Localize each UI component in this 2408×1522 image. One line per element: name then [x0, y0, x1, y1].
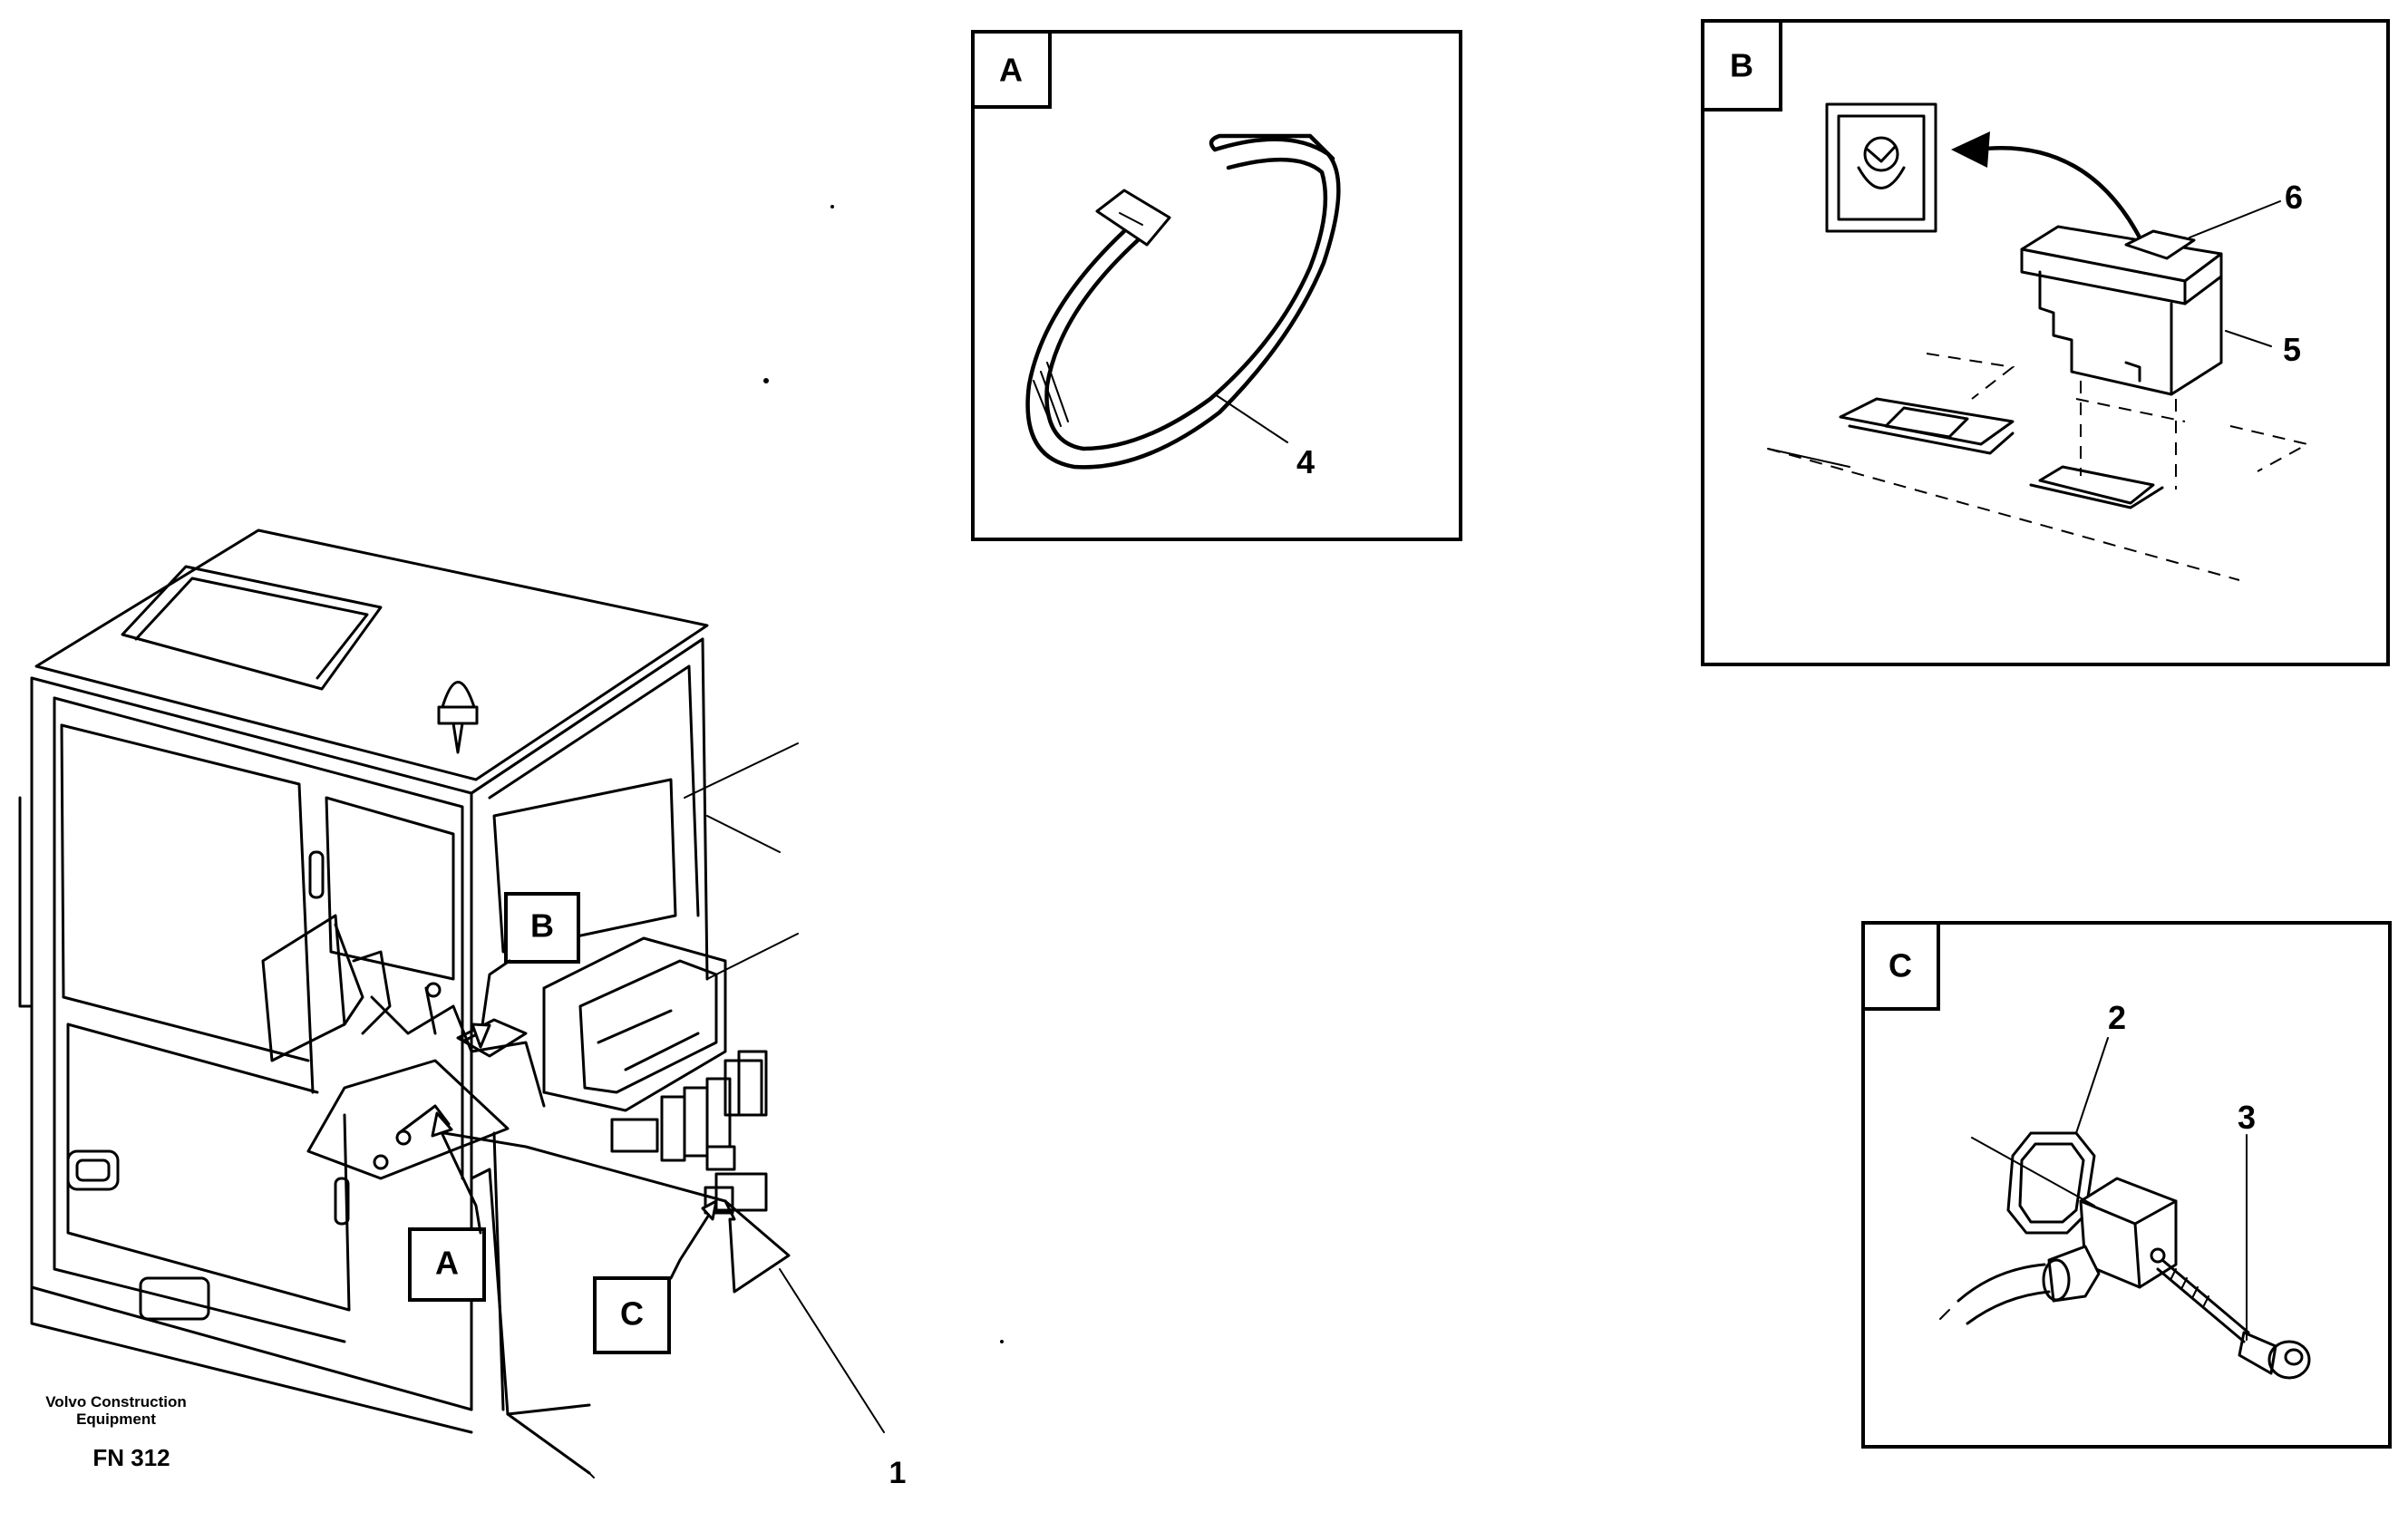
callout-b: B	[471, 892, 580, 1049]
part-6-leader	[2189, 200, 2281, 238]
switch-symbol-card	[1825, 102, 1937, 233]
control-box	[542, 936, 727, 1112]
wiper-symbol-icon	[1857, 136, 1906, 189]
callout-c-label: C	[620, 1295, 644, 1333]
part-5-number: 5	[2283, 331, 2301, 368]
callout-a-label: A	[435, 1245, 459, 1282]
detail-panel-a: A 4	[971, 30, 1462, 541]
curved-arrow-icon	[1951, 131, 2142, 240]
part-3-number: 3	[2238, 1099, 2256, 1136]
bolt-icon	[2156, 1258, 2311, 1380]
part-5-leader	[2225, 330, 2272, 347]
detail-panel-c: C 2 3	[1861, 921, 2392, 1449]
relay-bank	[610, 1050, 768, 1215]
brand-line-1: Volvo Construction	[45, 1393, 187, 1411]
panel-c-tag: C	[1889, 947, 1912, 984]
part-4-number: 4	[1296, 443, 1315, 480]
part-1-number: 1	[889, 1456, 907, 1490]
beacon-light-icon	[437, 681, 479, 754]
cable-tie-icon	[1025, 133, 1341, 470]
detail-panel-b: B	[1701, 19, 2390, 666]
part-4-leader	[1214, 393, 1288, 443]
cab-illustration	[18, 528, 799, 1478]
panel-a-tag: A	[999, 52, 1023, 89]
sensor-connector-icon	[1939, 1177, 2178, 1325]
part-6-number: 6	[2285, 179, 2303, 216]
figure-code: FN 312	[92, 1444, 170, 1471]
brand-line-2: Equipment	[76, 1411, 156, 1428]
panel-b-tag: B	[1730, 47, 1753, 84]
part-2-leader	[2075, 1037, 2109, 1134]
part-1-leader	[779, 1268, 885, 1433]
brand-block: Volvo Construction Equipment FN 312	[45, 1393, 187, 1471]
callout-c: C	[593, 1199, 718, 1354]
part-2-number: 2	[2108, 999, 2126, 1036]
rocker-switch	[2020, 225, 2223, 396]
callout-b-label: B	[530, 907, 554, 945]
callout-a: A	[408, 1111, 486, 1302]
